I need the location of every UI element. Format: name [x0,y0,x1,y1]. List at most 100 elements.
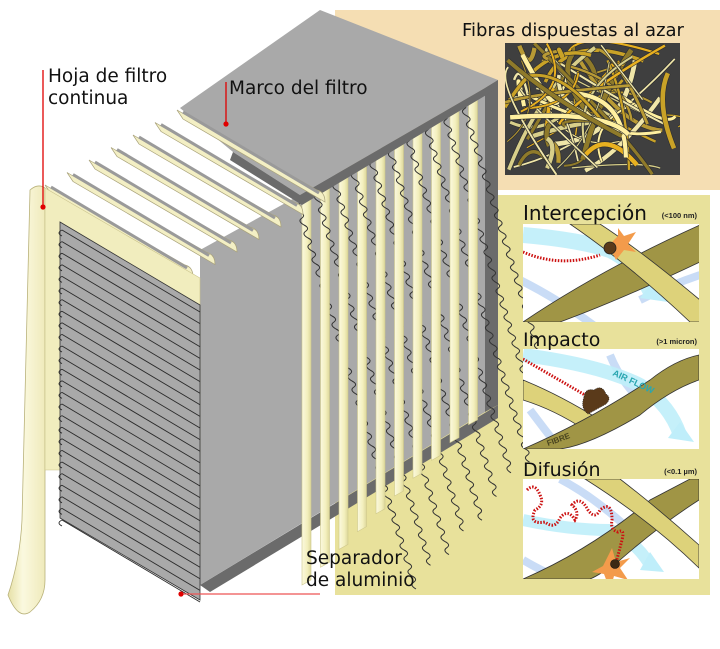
random-fibers-label: Fibras dispuestas al azar [462,20,684,41]
impaction-illustration: AIR FLOW FIBRE [523,349,699,449]
corrugation-line [61,380,201,464]
corrugation-line [61,368,201,452]
continuous-sheet-label-line1: Hoja de filtro [48,66,168,87]
interception-title: Intercepción [523,201,647,225]
corrugation-edge [58,229,63,237]
impaction-title: Impacto [523,329,600,351]
pleat-separator-edge [50,185,188,270]
corrugation-line [61,438,201,522]
corrugation-line [61,450,201,533]
pleat-column [431,114,441,461]
corrugation-line [61,357,201,440]
separator-label: Separador de aluminio [306,548,415,592]
pleat-separator-edge [160,123,298,207]
frame-label: Marco del filtro [229,78,368,99]
pleat-column [412,125,423,479]
corrugation-edge [58,519,63,527]
corrugation-edge [58,299,63,307]
fiber [618,93,677,121]
pleat-column [375,146,386,515]
corrugation-edge [58,252,63,260]
fiber [506,58,623,138]
pleat-fold [66,172,216,266]
corrugation-line [61,473,201,556]
particle [582,387,610,415]
fiber [544,122,552,147]
separator-wave [369,155,483,521]
corrugation-edge [58,473,63,481]
fiber [506,60,531,142]
corrugation-edge [58,496,63,504]
fiber [597,102,636,163]
separator-wave [332,177,450,556]
fibre-dark [523,354,699,449]
corrugation-edge [58,426,63,434]
separator-wave [387,145,497,497]
corrugation-line [61,252,201,336]
pleat-fold [154,122,304,216]
corrugation-line [61,392,201,475]
corrugation-line [61,229,201,313]
leader-dot-continuous-sheet [40,204,46,210]
corrugation-edge [58,461,63,469]
corrugation-edge [58,287,63,295]
pleat-column [449,103,460,444]
random-fibers-image [505,43,680,175]
particle [603,241,617,255]
airflow-arrow [523,349,687,438]
pleat-fold [110,147,260,241]
fibre-light [584,479,699,569]
airflow-arrow [523,514,656,569]
separator-wave [295,198,417,590]
corrugation-edge [58,310,63,318]
fiber [665,114,680,128]
corrugation-line [61,322,201,406]
separator-label-line1: Separador [306,548,402,569]
aluminium-separator [59,221,201,601]
leader-dot-frame [223,121,229,127]
frame-side [485,80,498,412]
fiber [577,91,628,158]
corrugation-edge [58,403,63,411]
corrugation-line [61,287,201,371]
corrugation-line [61,496,201,580]
interception-size: (<100 nm) [662,211,698,220]
pleat-fold [132,134,282,228]
corrugation-edge [58,484,63,492]
diffusion-title: Difusión [523,459,600,481]
interception-illustration [523,224,699,322]
continuous-sheet-label: Hoja de filtro continua [48,66,167,110]
corrugation-edge [58,438,63,446]
corrugation-edge [58,264,63,272]
pleat-separator-edge [182,110,320,195]
pleat-column [338,168,349,550]
pleat-column [468,93,478,426]
corrugation-line [61,310,201,394]
corrugation-line [61,264,201,348]
corrugation-line [61,299,201,382]
fiber [566,43,660,55]
corrugation-edge [58,507,63,515]
corrugation-line [61,519,201,603]
corrugation-edge [58,357,63,365]
corrugation-edge [58,391,63,399]
corrugation-edge [58,449,63,457]
corrugation-edge [58,345,63,353]
corrugation-line [61,426,201,510]
pleat-separator-edge [72,173,210,257]
corrugation-line [61,276,201,359]
impaction-size: (>1 micron) [656,337,697,346]
filter-illustration [7,10,563,615]
separator-wave [350,166,464,532]
particle [610,559,620,569]
corrugation-edge [58,380,63,388]
particle-path [523,250,601,263]
corrugation-edge [58,415,63,423]
fiber [556,47,565,59]
fiber [581,141,639,167]
frame-bottom-edge [200,405,498,592]
pleat-separator-edge [94,160,232,245]
corrugation-edge [58,241,63,249]
diffusion-illustration [523,479,699,579]
